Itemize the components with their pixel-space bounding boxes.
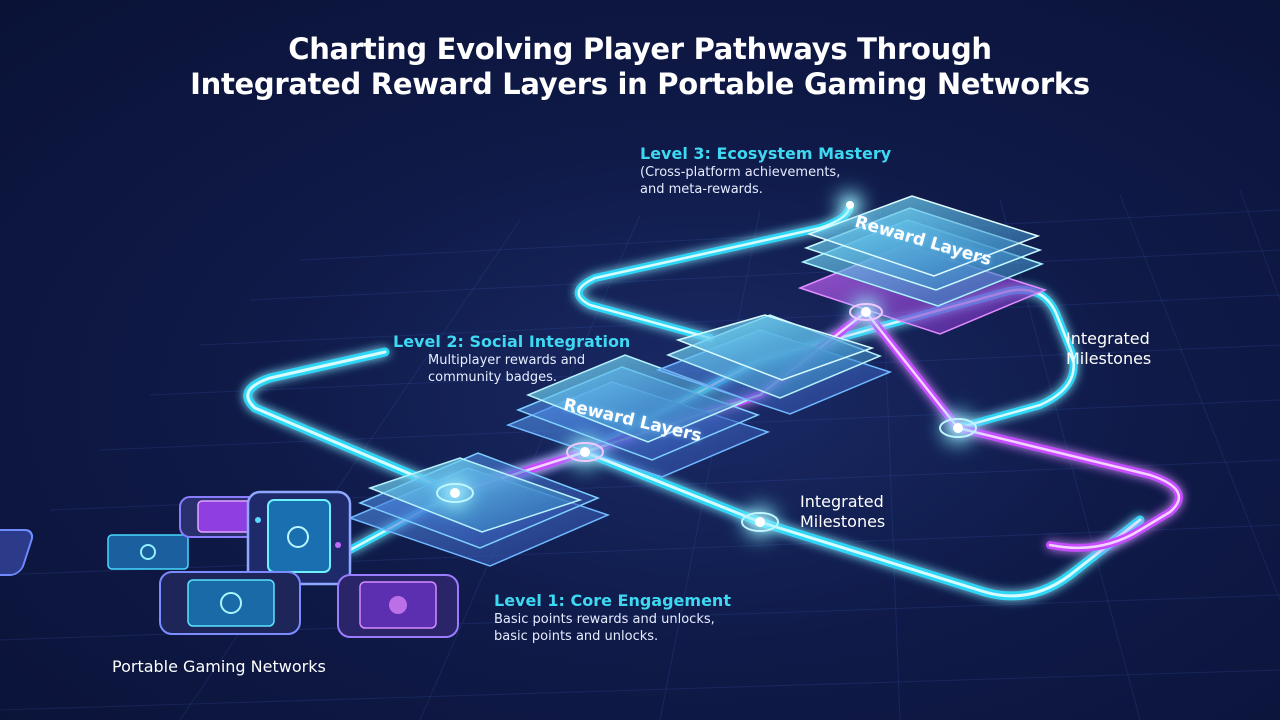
magenta-pathway <box>451 308 1183 552</box>
page-title-line2: Integrated Reward Layers in Portable Gam… <box>190 67 1090 101</box>
handheld-device <box>0 529 189 576</box>
handheld-device-large <box>246 490 352 586</box>
milestone-node <box>846 292 886 332</box>
milestone-node <box>936 406 980 450</box>
handheld-device <box>159 571 301 635</box>
milestone-node <box>832 187 868 223</box>
milestones-label-upper-line1: Integrated <box>1066 329 1150 348</box>
milestone-node <box>433 471 477 515</box>
level1-title: Level 1: Core Engagement <box>494 591 731 610</box>
milestones-label-lower-line1: Integrated <box>800 492 884 511</box>
level2-desc-line1: Multiplayer rewards and <box>428 353 586 368</box>
platform-stack-level2 <box>505 354 771 478</box>
milestones-label-upper-line2: Milestones <box>1066 349 1152 368</box>
platform-stack-level3 <box>797 195 1048 335</box>
page-title-line1: Charting Evolving Player Pathways Throug… <box>288 32 992 66</box>
level3-title: Level 3: Ecosystem Mastery <box>640 144 892 163</box>
level2-desc-line2: community badges. <box>428 370 558 385</box>
milestone-node <box>738 500 782 544</box>
cyan-pathway-level3 <box>574 201 854 342</box>
level1-desc-line1: Basic points rewards and unlocks, <box>494 612 715 627</box>
platform-stack-level1 <box>347 452 611 567</box>
handheld-device <box>337 574 459 638</box>
level2-title: Level 2: Social Integration <box>393 332 631 351</box>
level3-desc-line2: and meta-rewards. <box>640 182 763 197</box>
level3-desc-line1: (Cross-platform achievements, <box>640 165 841 180</box>
portable-networks-label: Portable Gaming Networks <box>112 657 326 676</box>
level1-desc-line2: basic points and unlocks. <box>494 629 659 644</box>
platform-stack-center <box>655 314 893 415</box>
cyan-pathway-level2 <box>243 347 460 498</box>
milestones-label-lower-line2: Milestones <box>800 512 886 531</box>
milestone-node <box>563 430 607 474</box>
